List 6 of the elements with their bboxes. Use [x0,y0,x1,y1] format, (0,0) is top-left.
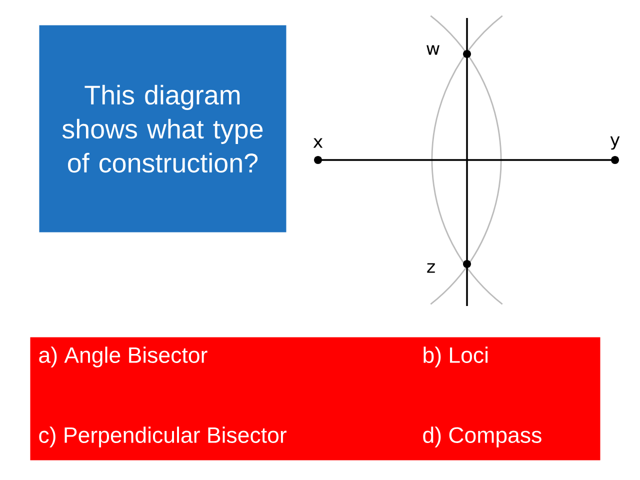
point-label: x [313,138,323,148]
question-box: This diagram shows what type of construction? [39,25,286,232]
point-label: w [426,45,440,55]
answer-panel: a) Angle Bisector b) Loci c) Perpendicular Bisector d) Compass [30,337,600,460]
point-label: z [427,263,435,273]
point-label: y [610,136,620,150]
